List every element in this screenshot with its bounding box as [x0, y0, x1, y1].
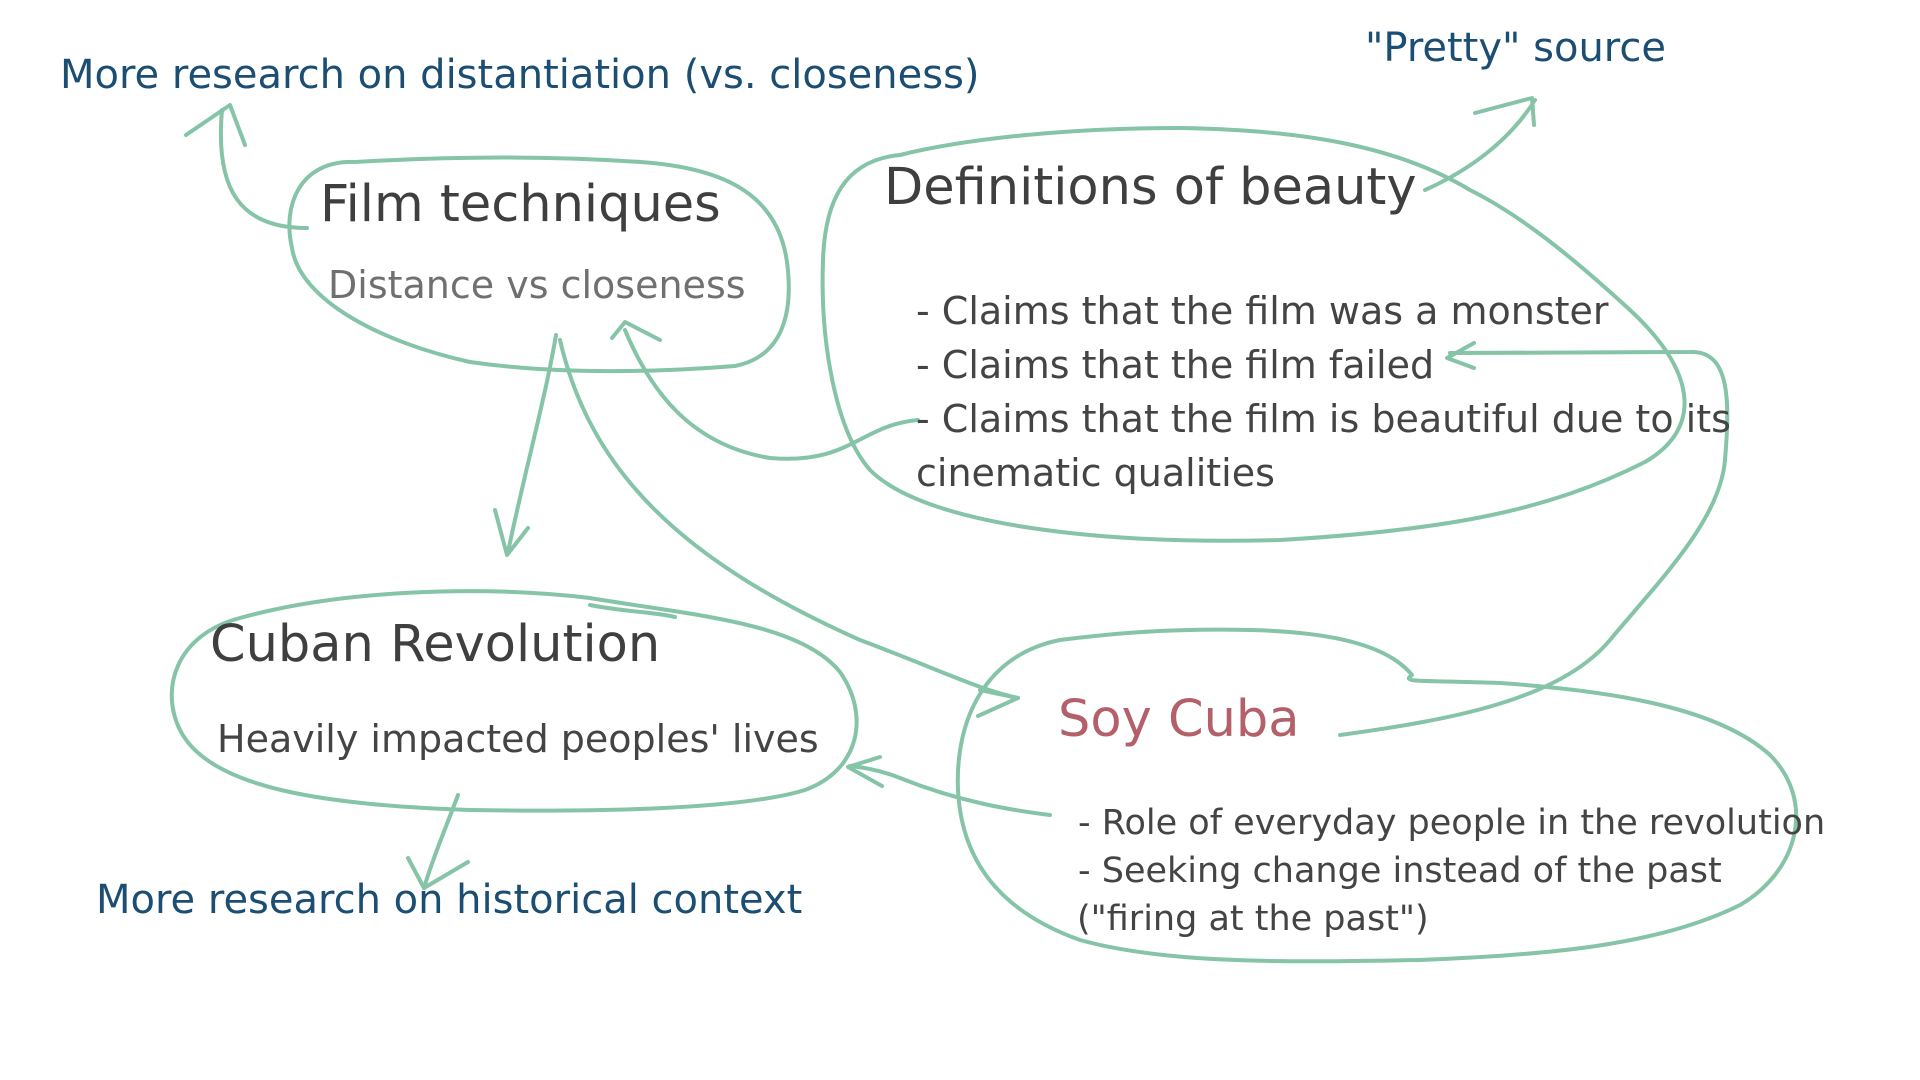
arrow-head-cuban-revolution — [493, 508, 530, 557]
arrow-to-pretty-source — [1423, 98, 1537, 192]
beauty-point: - Claims that the film failed — [916, 343, 1435, 387]
arrow-beauty-to-film — [623, 328, 920, 461]
arrow-head-soy-cuba — [976, 688, 1020, 718]
arrow-head-soy-to-beauty — [1445, 341, 1476, 370]
beauty-point: - Claims that the film is beautiful due … — [916, 397, 1731, 441]
beauty-point: - Claims that the film was a monster — [916, 289, 1609, 333]
film-techniques-subtitle: Distance vs closeness — [328, 263, 746, 307]
arrow-soy-to-beauty — [1338, 349, 1730, 737]
cuban-revolution-subtitle: Heavily impacted peoples' lives — [217, 717, 819, 761]
arrow-head-soy-to-cuban — [846, 755, 884, 788]
arrow-head-beauty-to-film — [610, 320, 662, 342]
arrow-head-historical — [406, 856, 470, 890]
cuban-revolution-flick — [588, 603, 677, 619]
arrow-to-soy-cuba — [558, 338, 1020, 700]
soy-cuba-point: ("firing at the past") — [1077, 899, 1429, 939]
film-techniques-title: Film techniques — [320, 175, 721, 234]
note-pretty-source: "Pretty" source — [1365, 25, 1666, 71]
arrow-to-cuban-revolution — [506, 333, 558, 554]
soy-cuba-point: - Role of everyday people in the revolut… — [1078, 803, 1826, 843]
beauty-points: - Claims that the film was a monster - C… — [916, 284, 1731, 500]
arrow-to-historical — [423, 793, 460, 887]
arrow-head-pretty-source — [1473, 96, 1536, 127]
cuban-revolution-title: Cuban Revolution — [210, 615, 661, 674]
beauty-point: cinematic qualities — [916, 451, 1275, 495]
note-distantiation: More research on distantiation (vs. clos… — [60, 52, 980, 98]
soy-cuba-point: - Seeking change instead of the past — [1078, 851, 1722, 891]
cuban-revolution-outline — [169, 589, 859, 813]
soy-cuba-outline — [955, 627, 1799, 964]
film-techniques-outline — [287, 155, 791, 374]
arrow-soy-to-cuban — [848, 764, 1052, 817]
note-historical-context: More research on historical context — [96, 877, 803, 923]
soy-cuba-points: - Role of everyday people in the revolut… — [1077, 799, 1826, 943]
beauty-title: Definitions of beauty — [884, 158, 1417, 217]
soy-cuba-title: Soy Cuba — [1058, 690, 1300, 749]
arrow-to-distantiation — [218, 108, 309, 230]
beauty-outline — [820, 126, 1687, 543]
arrow-head-distantiation — [184, 103, 247, 147]
